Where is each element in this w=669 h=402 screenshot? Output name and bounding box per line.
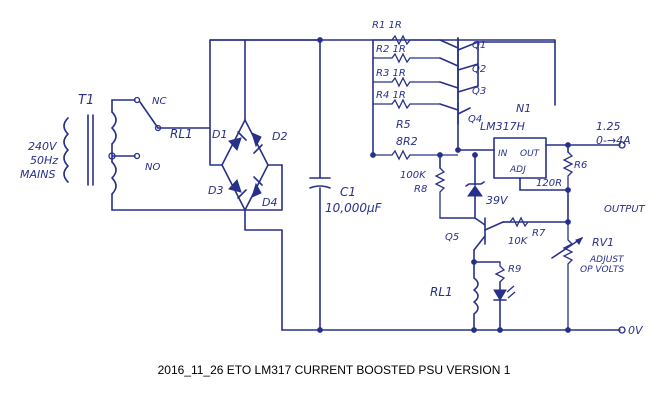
output-label: OUTPUT — [604, 204, 646, 215]
resistor-r2 — [373, 52, 440, 64]
pass-resistors: R1 1R R2 1R R3 1R R4 1R — [372, 20, 440, 110]
transformer-ref: T1 — [78, 93, 94, 108]
schematic-caption: 2016_11_26 ETO LM317 CURRENT BOOSTED PSU… — [158, 363, 511, 377]
resistor-r3 — [373, 76, 440, 88]
output-current: 0-→4A — [596, 134, 631, 147]
resistor-r7: 10K R7 — [503, 216, 546, 247]
led — [493, 281, 516, 331]
no-label: NO — [145, 162, 160, 173]
diode-d4 — [251, 176, 263, 198]
nc-terminal — [133, 96, 141, 104]
d1-label: D1 — [212, 128, 227, 141]
diode-d3 — [228, 179, 247, 199]
r3-label: R3 1R — [376, 68, 406, 79]
relay-arm — [139, 101, 159, 129]
r7-ref: R7 — [532, 228, 546, 239]
q5-label: Q5 — [445, 232, 459, 243]
relay-contact-ref: RL1 — [170, 127, 193, 141]
n1-in-pin: IN — [498, 149, 508, 159]
transistor-q1: Q1 — [439, 37, 486, 59]
output-terminals: 1.25 0-→4A OUTPUT 0V — [596, 120, 646, 337]
d3-label: D3 — [208, 184, 223, 197]
resistor-r1 — [373, 34, 440, 46]
r6-ref: R6 — [574, 160, 587, 171]
r9-ref: R9 — [508, 264, 521, 275]
diode-d2 — [251, 132, 263, 154]
d2-label: D2 — [272, 130, 287, 143]
ground-label: 0V — [628, 324, 644, 337]
rv1-label-2: OP VOLTS — [580, 265, 625, 275]
junction-dots — [317, 37, 571, 333]
transistor-q4: Q4 — [439, 101, 482, 125]
d4-label: D4 — [262, 196, 277, 209]
resistor-r5: R5 8R2 — [373, 118, 458, 161]
resistor-r4 — [373, 98, 440, 110]
transistor-q3: Q3 — [439, 79, 486, 101]
mains-voltage: 240V — [28, 140, 58, 153]
r5-value: 8R2 — [396, 135, 418, 148]
n1-ref: N1 — [516, 102, 531, 115]
r7-value: 10K — [508, 236, 529, 247]
r4-label: R4 1R — [376, 90, 406, 101]
bridge-negative-lead — [244, 209, 283, 331]
r8-ref: R8 — [414, 184, 427, 195]
secondary-winding-upper — [111, 111, 117, 145]
secondary-winding-lower — [111, 161, 117, 195]
q2-label: Q2 — [472, 64, 486, 75]
resistor-r9: R9 — [494, 262, 521, 283]
r2-label: R2 1R — [376, 44, 406, 55]
output-ground-terminal — [618, 326, 626, 334]
potentiometer-rv1: RV1 ADJUST OP VOLTS — [551, 222, 625, 330]
resistor-r8: 100K R8 — [400, 154, 446, 218]
no-terminal — [133, 152, 141, 160]
r5-ref: R5 — [396, 118, 411, 131]
r8-value: 100K — [400, 170, 427, 181]
bridge-left-wire — [209, 127, 223, 166]
n1-adj-pin: ADJ — [509, 165, 526, 175]
q1-label: Q1 — [472, 40, 486, 51]
resistor-r6: R6 120R — [519, 144, 587, 191]
rv1-label-1: ADJUST — [589, 255, 625, 265]
c1-value: 10,000μF — [325, 201, 383, 215]
n1-part: LM317H — [480, 120, 525, 133]
c1-ref: C1 — [340, 185, 356, 199]
q3-label: Q3 — [472, 86, 486, 97]
r1-label: R1 1R — [372, 20, 402, 31]
mains-label: MAINS — [20, 168, 55, 181]
q4-label: Q4 — [468, 114, 482, 125]
transformer: T1 240V 50Hz MAINS — [20, 93, 117, 211]
bridge-ac-top-wire — [179, 39, 321, 129]
relay-coil-ref: RL1 — [430, 285, 453, 299]
nc-label: NC — [152, 96, 166, 107]
n1-out-pin: OUT — [520, 149, 541, 159]
mains-frequency: 50Hz — [30, 154, 58, 167]
relay-contact: NC NO RL1 — [111, 96, 193, 173]
regulator-n1: N1 LM317H IN OUT ADJ — [457, 102, 621, 179]
relay-coil: RL1 — [430, 261, 479, 331]
rv1-ref: RV1 — [592, 236, 614, 249]
bridge-rectifier: D1 D2 D3 D4 — [111, 39, 321, 211]
r6-value: 120R — [536, 178, 562, 189]
diode-d1 — [228, 131, 247, 151]
transistor-q2: Q2 — [439, 57, 486, 81]
capacitor-c1: C1 10,000μF — [309, 39, 383, 331]
primary-winding — [63, 117, 69, 183]
zener-diode: 39V — [465, 154, 509, 219]
output-voltage: 1.25 — [596, 120, 621, 133]
bridge-return-wire — [111, 164, 283, 211]
output-positive-terminal — [618, 141, 626, 149]
zener-value: 39V — [486, 194, 509, 207]
